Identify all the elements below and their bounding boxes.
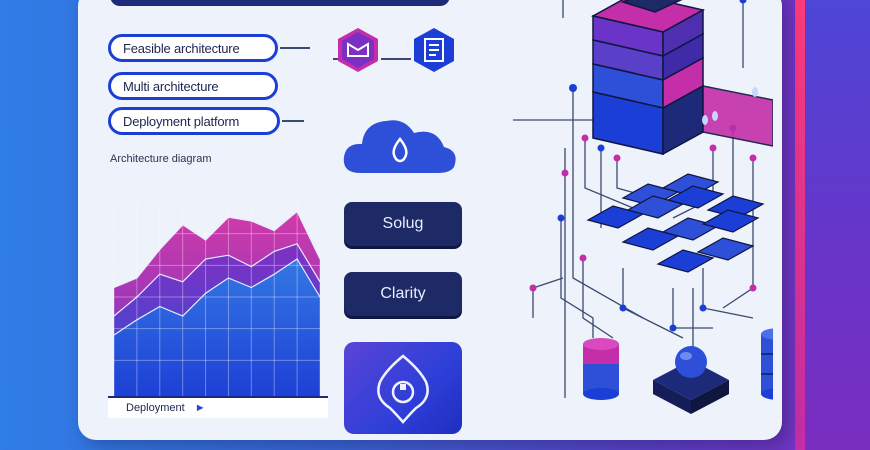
pill-label: Deployment platform — [123, 113, 240, 129]
pill-deployment-platform[interactable]: Deployment platform — [108, 107, 280, 135]
pill-connector — [280, 47, 310, 49]
infrastructure-diagram — [513, 0, 773, 414]
network-lines — [513, 0, 754, 398]
solve-button[interactable]: Solug — [344, 202, 462, 246]
document-hexagon-icon[interactable] — [412, 26, 456, 74]
clarity-button-label: Clarity — [380, 285, 426, 302]
deployment-chart: Deployment ► — [108, 196, 328, 436]
chart-area-series-3 — [114, 259, 320, 396]
chart-line-series-2 — [113, 243, 321, 317]
hexagon-node-icon[interactable] — [336, 26, 380, 74]
platform-sphere-icon — [653, 346, 729, 414]
database-cylinder-icon — [761, 328, 773, 400]
solve-button-label: Solug — [382, 215, 424, 232]
top-bar — [110, 0, 450, 6]
main-card: Feasible architecture Multi architecture… — [78, 0, 782, 440]
play-arrow-icon[interactable]: ► — [194, 402, 206, 414]
pill-label: Feasible architecture — [123, 40, 240, 56]
server-led-icons — [702, 87, 758, 125]
cloud-droplet-icon[interactable] — [340, 111, 460, 177]
connector-line — [381, 58, 411, 60]
server-stack — [590, 0, 773, 156]
connector-line — [333, 58, 341, 60]
chart-line-series-1 — [113, 210, 321, 289]
tile-grid — [586, 173, 765, 273]
chart-caption-text: Deployment — [126, 402, 185, 414]
chart-plot — [113, 202, 321, 396]
right-accent-stripe — [795, 0, 870, 450]
section-heading: Architecture diagram — [110, 153, 212, 165]
pill-multi-architecture[interactable]: Multi architecture — [108, 72, 278, 100]
insight-tile[interactable] — [344, 342, 462, 434]
pill-label: Multi architecture — [123, 78, 219, 94]
pill-feasible-architecture[interactable]: Feasible architecture — [108, 34, 278, 62]
clarity-button[interactable]: Clarity — [344, 272, 462, 316]
pill-connector — [282, 120, 304, 122]
lightbulb-icon — [377, 354, 429, 424]
chart-line-series-3 — [113, 258, 321, 336]
database-cylinder-icon — [583, 338, 619, 400]
chart-caption: Deployment ► — [108, 396, 328, 418]
